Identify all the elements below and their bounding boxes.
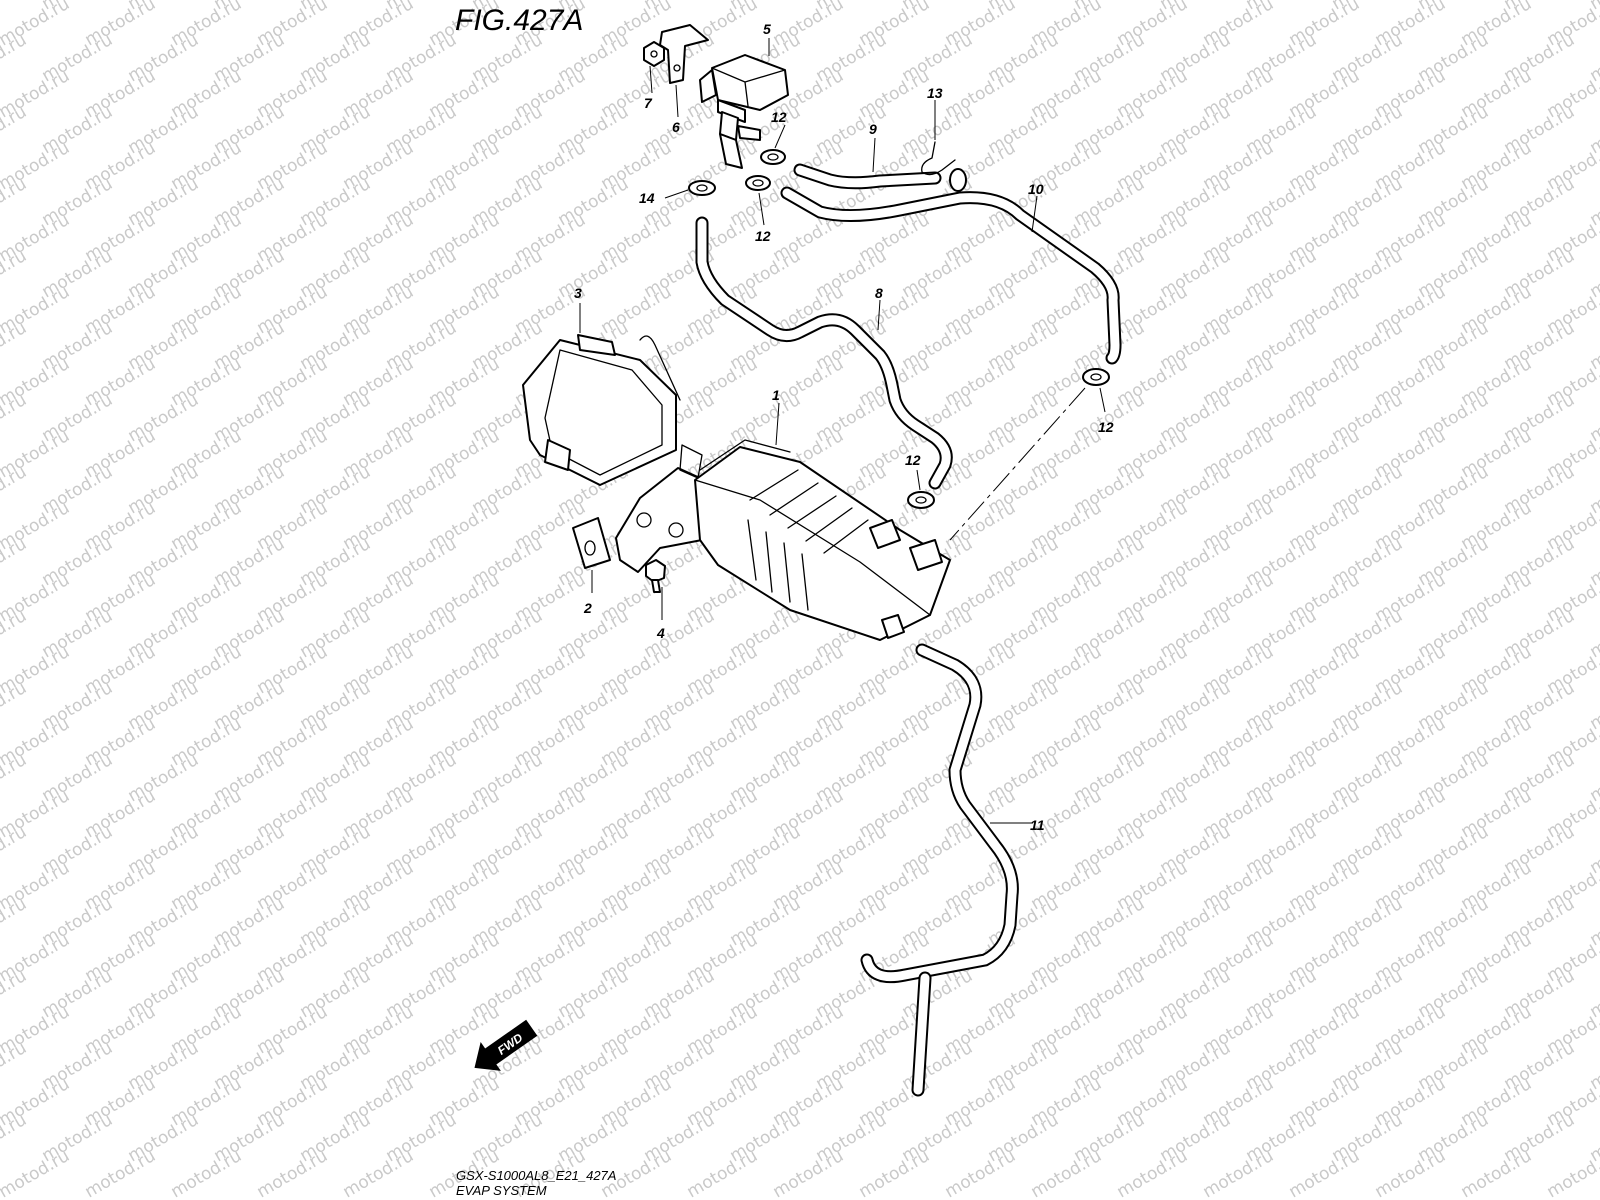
part-7-nut: [643, 41, 665, 67]
callout-7: 7: [644, 95, 653, 111]
callout-12: 12: [1098, 419, 1114, 435]
part-13-clip: [921, 141, 967, 192]
callout-1: 1: [772, 387, 780, 403]
watermark-text: motod.ru: [0, 1146, 73, 1200]
watermark-text: motod.ru: [1028, 1146, 1106, 1200]
watermark-text: motod.ru: [1200, 1146, 1278, 1200]
hose-11: [860, 643, 1019, 1097]
watermark-text: motod.ru: [770, 1146, 848, 1200]
footer-section-name: EVAP SYSTEM: [456, 1183, 547, 1198]
watermark-text: motod.ru: [1372, 1146, 1450, 1200]
callout-8: 8: [875, 285, 883, 301]
callout-3: 3: [574, 285, 582, 301]
part-5-purge-valve: [699, 54, 789, 169]
callout-4: 4: [656, 625, 665, 641]
watermark-text: motod.ru: [82, 1146, 160, 1200]
footer-model-code: GSX-S1000AL8_E21_427A: [456, 1168, 616, 1183]
part-2-bracket: [572, 444, 703, 573]
callout-labels: 1 2 3 4 5 6 7 8 9 10 11 12 12 12 12 13 1…: [574, 21, 1114, 833]
leader-lines: [579, 38, 1106, 824]
callout-12: 12: [905, 452, 921, 468]
figure-title: FIG.427A: [455, 4, 583, 37]
callout-13: 13: [927, 85, 943, 101]
callout-9: 9: [869, 121, 877, 137]
callout-5: 5: [763, 21, 771, 37]
part-12-clamp: [745, 175, 771, 191]
part-3-cover: [522, 334, 681, 486]
watermark-text: motod.ru: [942, 1146, 1020, 1200]
watermark-text: motod.ru: [1114, 1146, 1192, 1200]
callout-12: 12: [755, 228, 771, 244]
watermark-text: motod.ru: [856, 1146, 934, 1200]
callout-12: 12: [771, 109, 787, 125]
part-12-clamp: [907, 491, 935, 509]
watermark-text: motod.ru: [168, 1146, 246, 1200]
hose-9: [793, 163, 942, 190]
callout-10: 10: [1028, 181, 1044, 197]
hose-8: [695, 216, 953, 490]
watermark-text: motod.ru: [684, 1146, 762, 1200]
part-4-bolt: [645, 559, 666, 593]
part-14-clamp: [688, 180, 716, 196]
watermark-text: motod.ru: [0, 0, 30, 14]
part-12-clamp: [1082, 368, 1110, 386]
hose-10: [780, 186, 1122, 365]
part-1-canister: [694, 439, 951, 641]
watermark-text: motod.ru: [254, 1146, 332, 1200]
callout-11: 11: [1030, 817, 1045, 833]
callout-14: 14: [639, 190, 655, 206]
watermark-text: motod.ru: [340, 1146, 418, 1200]
callout-2: 2: [583, 600, 592, 616]
watermark-text: motod.ru: [1458, 1146, 1536, 1200]
watermark-text: motod.ru: [1286, 1146, 1364, 1200]
part-12-clamp: [760, 149, 786, 165]
callout-6: 6: [672, 119, 680, 135]
